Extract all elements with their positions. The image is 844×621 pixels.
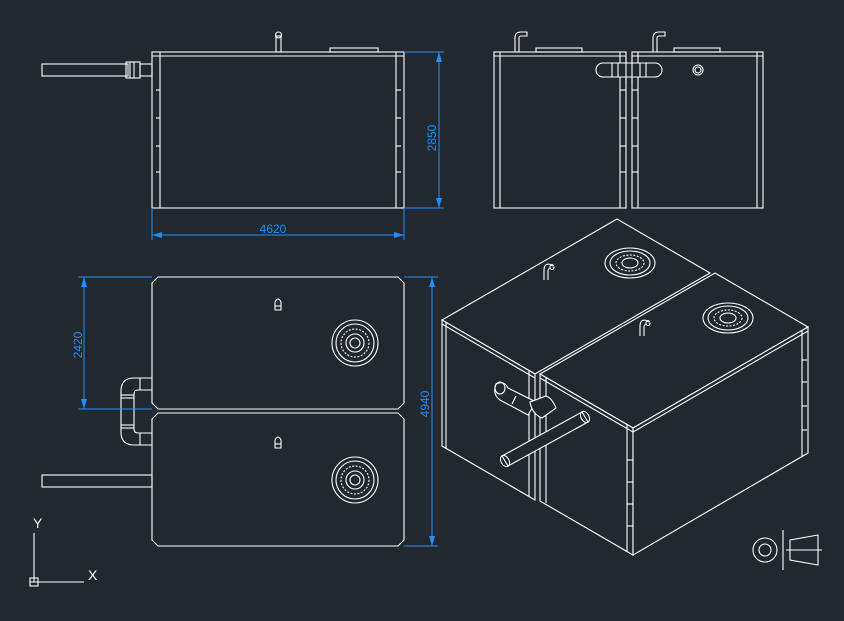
- plan-half-height-dimension: 2420: [71, 276, 152, 410]
- plan-total-height-dimension: 4940: [404, 276, 438, 547]
- plan-manhole-top: [331, 319, 379, 367]
- side-elevation-view: [493, 31, 764, 209]
- plan-vent-bottom: [274, 436, 282, 449]
- iso-vent-front: [639, 319, 651, 336]
- front-tank-body: [151, 51, 405, 209]
- plan-total-height-label: 4940: [418, 390, 432, 417]
- plan-u-connection-pipe: [120, 377, 152, 446]
- isometric-view: [440, 218, 810, 556]
- plan-half-height-label: 2420: [71, 331, 85, 358]
- side-connection-pipe: [595, 56, 663, 84]
- side-outlet-port: [692, 64, 704, 76]
- ucs-icon: Y X: [29, 515, 98, 587]
- iso-connection-pipe: [494, 381, 557, 419]
- plan-vent-top: [274, 298, 282, 311]
- ucs-y-label: Y: [33, 515, 43, 531]
- side-hatch-right: [673, 47, 721, 53]
- front-height-dimension: 2850: [404, 51, 444, 209]
- iso-vent-back: [543, 263, 555, 280]
- front-flange-ticks: [156, 89, 401, 173]
- iso-tank-front: [538, 272, 810, 556]
- iso-manhole-back: [604, 247, 656, 279]
- plan-tank-bottom: [151, 412, 405, 547]
- front-side-pipe: [41, 61, 153, 79]
- side-vent-pipe-left: [514, 31, 528, 52]
- front-vent-pipe: [274, 31, 283, 53]
- front-elevation-view: 2850 4620: [41, 31, 444, 240]
- side-vent-pipe-right: [652, 31, 666, 52]
- projection-symbol: [752, 530, 822, 570]
- iso-manhole-front: [702, 302, 754, 334]
- side-flange-ticks: [620, 89, 638, 173]
- plan-outlet-pipe: [41, 474, 153, 488]
- ucs-x-label: X: [88, 567, 98, 583]
- plan-manhole-bottom: [331, 456, 379, 504]
- front-hatch: [329, 47, 379, 53]
- front-width-dimension: 4620: [151, 208, 405, 240]
- front-height-label: 2850: [425, 124, 439, 151]
- front-width-label: 4620: [260, 222, 287, 236]
- iso-flange-ticks: [627, 359, 807, 527]
- plan-tank-top: [151, 276, 405, 410]
- iso-outlet-pipe: [499, 410, 591, 468]
- side-hatch-left: [535, 47, 583, 53]
- plan-view: 2420 4940: [41, 276, 438, 547]
